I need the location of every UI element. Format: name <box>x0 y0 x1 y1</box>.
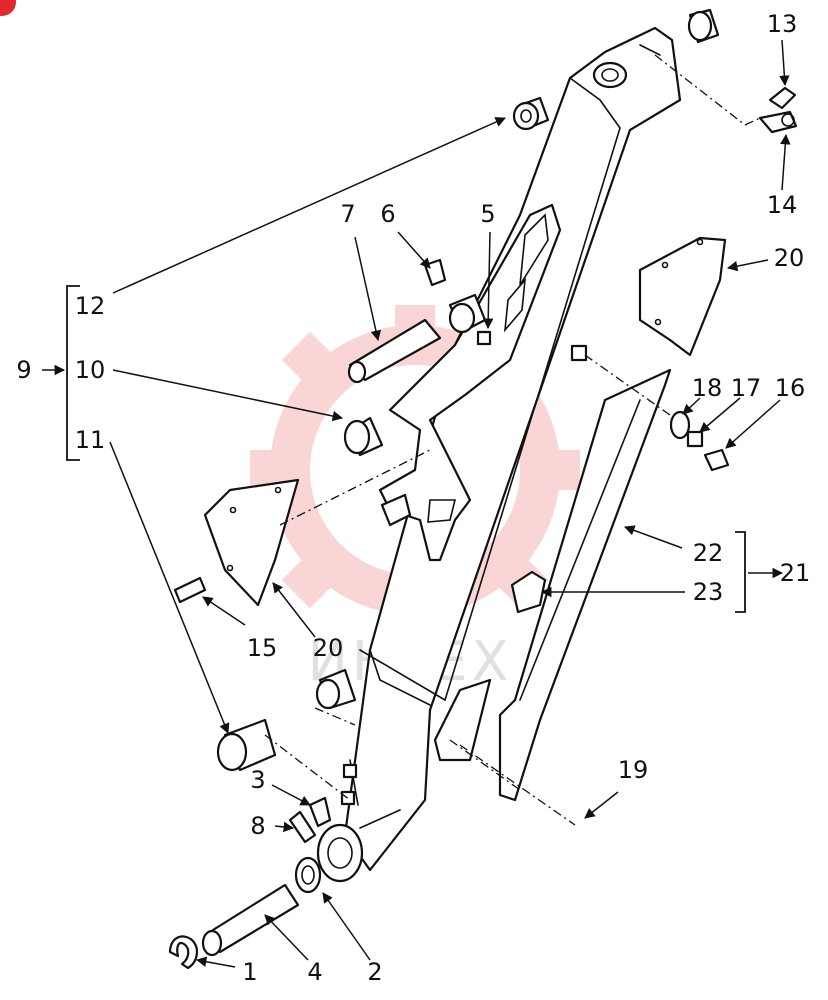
snap-ring-1 <box>168 935 198 970</box>
lower-plate <box>433 678 492 762</box>
bracket-21 <box>735 531 746 613</box>
bolt-6 <box>423 258 447 287</box>
clip-8 <box>288 810 317 844</box>
cover-plate-20-right <box>638 236 727 357</box>
grease-fitting-13-14 <box>758 86 798 134</box>
label-21: 21 <box>780 559 811 587</box>
label-7: 7 <box>340 200 355 228</box>
label-20-right: 20 <box>774 244 805 272</box>
nut-17 <box>686 430 704 448</box>
label-2: 2 <box>367 958 382 986</box>
label-13: 13 <box>767 10 798 38</box>
label-1: 1 <box>242 958 257 986</box>
label-16: 16 <box>775 374 806 402</box>
label-23: 23 <box>693 578 724 606</box>
bushing-11 <box>216 718 277 772</box>
label-9: 9 <box>16 356 31 384</box>
label-15: 15 <box>247 634 278 662</box>
label-5: 5 <box>480 200 495 228</box>
grease-fitting-3 <box>308 796 332 828</box>
label-8: 8 <box>250 812 265 840</box>
bolt-15 <box>173 576 207 604</box>
washer-18 <box>669 410 691 440</box>
label-11: 11 <box>75 426 106 454</box>
bushing-mid <box>315 668 357 710</box>
nut-5 <box>476 330 492 346</box>
label-6: 6 <box>380 200 395 228</box>
pin-7 <box>347 318 442 384</box>
bushing-top <box>687 8 720 44</box>
cover-plate-22 <box>498 368 672 802</box>
label-19: 19 <box>618 756 649 784</box>
label-20-left: 20 <box>313 634 344 662</box>
label-12: 12 <box>75 292 106 320</box>
label-22: 22 <box>693 539 724 567</box>
washer-2 <box>294 856 322 894</box>
bolt-16 <box>703 448 730 472</box>
pin-4 <box>201 883 300 957</box>
label-18: 18 <box>692 374 723 402</box>
nut-right <box>570 344 588 362</box>
label-10: 10 <box>75 356 106 384</box>
label-3: 3 <box>250 766 265 794</box>
bushing-12 <box>512 96 550 131</box>
label-4: 4 <box>307 958 322 986</box>
bushing-10 <box>343 416 384 457</box>
cover-plate-20-left <box>203 478 300 607</box>
label-17: 17 <box>731 374 762 402</box>
cylinder-bracket <box>378 203 562 562</box>
corner-badge <box>0 0 16 16</box>
bracket-9 <box>66 285 80 461</box>
label-14: 14 <box>767 191 798 219</box>
